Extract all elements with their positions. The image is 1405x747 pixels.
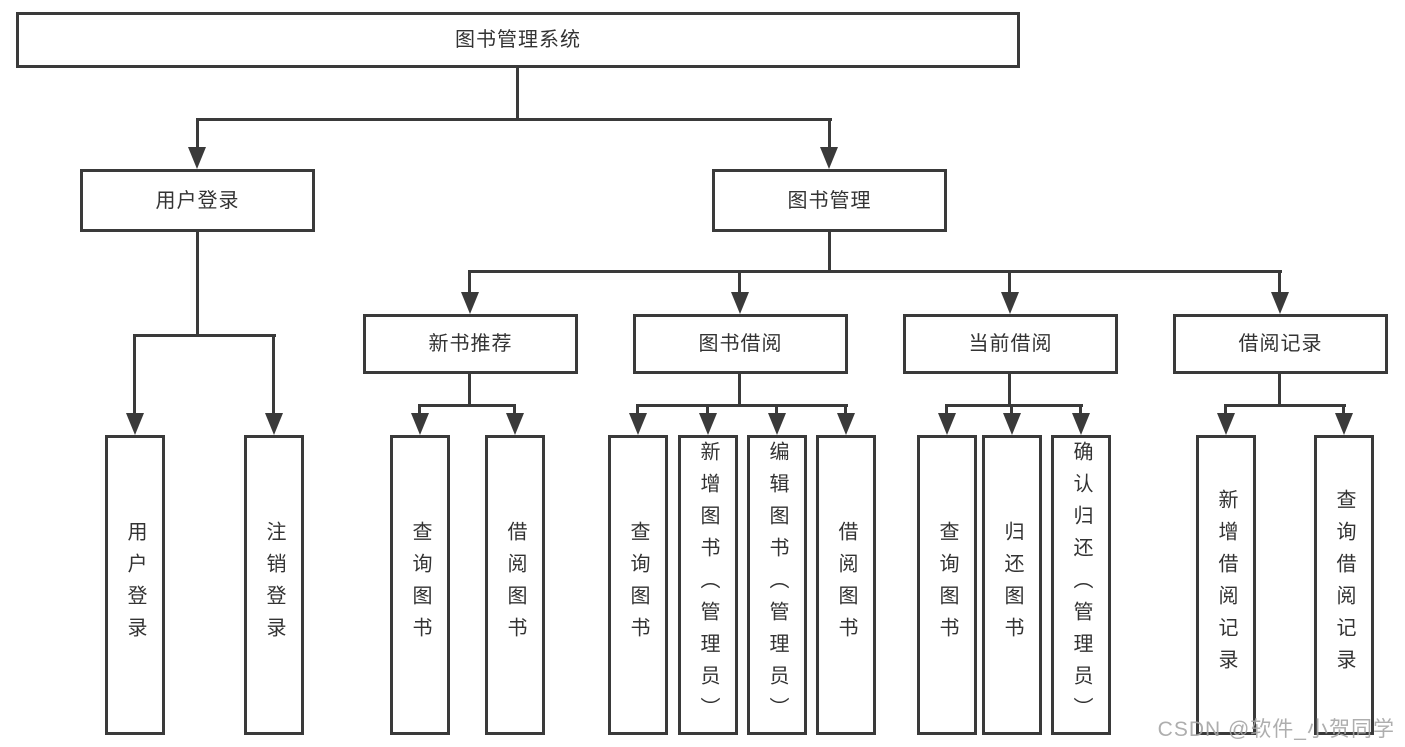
leaf-nb-query-books: 查询图书 [390,435,450,735]
connector-arrow-bb-query [629,413,647,435]
leaf-user-login: 用户登录 [105,435,165,735]
connector-stem-cb-query [945,404,948,415]
node-user-login: 用户登录 [80,169,315,232]
leaf-bb-borrow-books: 借阅图书 [816,435,876,735]
connector-arrow-user-login [188,147,206,169]
connector-book-management-stem [828,232,831,272]
connector-stem-br-add [1224,404,1227,415]
leaf-cb-return-books: 归还图书 [982,435,1042,735]
connector-new-books-rail [418,404,516,407]
node-new-book-recommend: 新书推荐 [363,314,578,374]
connector-stem-leaf-logout [272,334,275,414]
connector-level2-rail [196,118,832,121]
connector-arrow-br-query [1335,413,1353,435]
connector-stem-leaf-user-login [133,334,136,414]
connector-arrow-cb-confirm [1072,413,1090,435]
connector-arrow-cb-return [1003,413,1021,435]
connector-stem-bb-query [636,404,639,415]
connector-arrow-cb-query [938,413,956,435]
leaf-bb-edit-books-admin: 编辑图书（管理员） [747,435,807,735]
connector-stem-current-borrow [1008,270,1011,294]
connector-arrow-bb-edit [768,413,786,435]
leaf-bb-query-books: 查询图书 [608,435,668,735]
node-book-borrow: 图书借阅 [633,314,848,374]
leaf-cb-query-books: 查询图书 [917,435,977,735]
connector-stem-cb-confirm [1079,404,1082,415]
connector-stem-bb-add [706,404,709,415]
connector-level3-rail [468,270,1282,273]
connector-arrow-new-books [461,292,479,314]
leaf-bb-add-books-admin: 新增图书（管理员） [678,435,738,735]
connector-new-books-stem [468,374,471,407]
connector-stem-book-borrow [738,270,741,294]
connector-stem-user-login [196,118,199,148]
connector-arrow-br-add [1217,413,1235,435]
connector-stem-new-books [468,270,471,294]
connector-arrow-current-borrow [1001,292,1019,314]
leaf-br-query-record: 查询借阅记录 [1314,435,1374,735]
connector-user-login-rail [133,334,276,337]
connector-stem-nb-query [418,404,421,415]
connector-borrow-records-stem [1278,374,1281,407]
connector-arrow-leaf-user-login [126,413,144,435]
connector-current-borrow-rail [945,404,1083,407]
connector-stem-cb-return [1010,404,1013,415]
leaf-logout: 注销登录 [244,435,304,735]
csdn-watermark: CSDN @软件_小贺同学 [1157,718,1395,741]
connector-arrow-nb-query [411,413,429,435]
node-current-borrow: 当前借阅 [903,314,1118,374]
connector-stem-book-management [828,118,831,148]
node-book-management: 图书管理 [712,169,947,232]
connector-arrow-borrow-records [1271,292,1289,314]
connector-user-login-stem [196,232,199,336]
connector-stem-br-query [1342,404,1345,415]
connector-arrow-book-borrow [731,292,749,314]
leaf-br-add-record: 新增借阅记录 [1196,435,1256,735]
connector-arrow-nb-borrow [506,413,524,435]
connector-root-stem [516,68,519,120]
node-library-system: 图书管理系统 [16,12,1020,68]
connector-book-borrow-stem [738,374,741,407]
connector-book-borrow-rail [636,404,848,407]
connector-stem-bb-borrow [844,404,847,415]
leaf-nb-borrow-books: 借阅图书 [485,435,545,735]
connector-arrow-leaf-logout [265,413,283,435]
connector-stem-bb-edit [775,404,778,415]
node-borrow-records: 借阅记录 [1173,314,1388,374]
connector-current-borrow-stem [1008,374,1011,407]
connector-arrow-book-management [820,147,838,169]
leaf-cb-confirm-return-admin: 确认归还（管理员） [1051,435,1111,735]
connector-arrow-bb-add [699,413,717,435]
connector-arrow-bb-borrow [837,413,855,435]
connector-stem-borrow-records [1278,270,1281,294]
connector-stem-nb-borrow [513,404,516,415]
connector-borrow-records-rail [1224,404,1346,407]
